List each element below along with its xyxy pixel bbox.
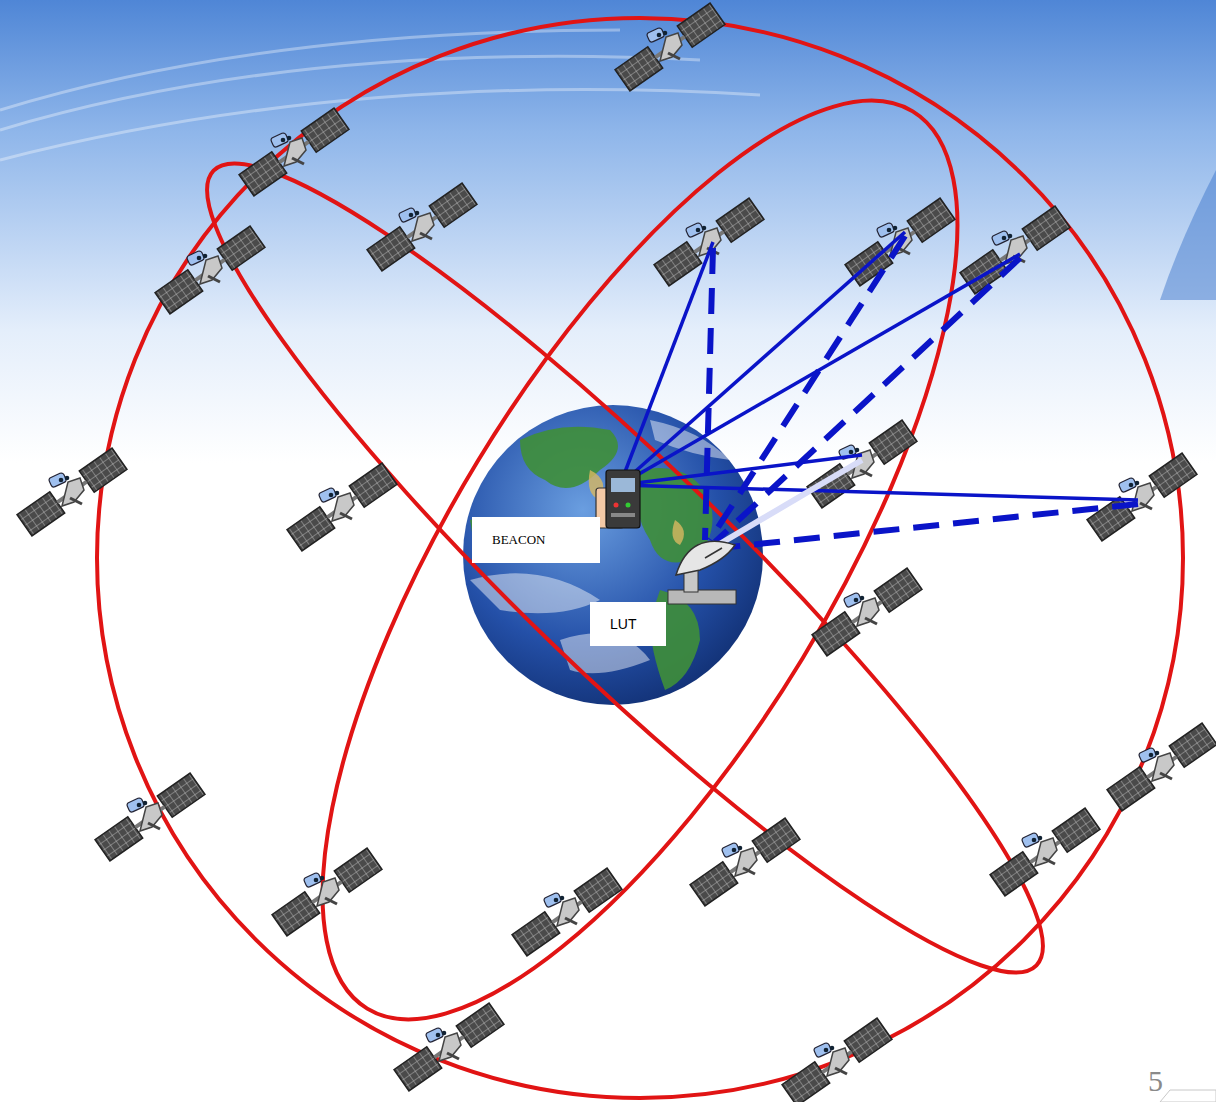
satellite	[17, 3, 1216, 1102]
downlink-line	[718, 460, 862, 545]
node-text: BEACON	[492, 532, 545, 548]
node-text: LUT	[610, 616, 636, 632]
downlink-line	[705, 236, 1138, 548]
lut-label: LUT	[590, 602, 666, 646]
lut-dish	[668, 541, 736, 604]
earth-globe	[463, 405, 763, 705]
beacon-label: BEACON	[472, 517, 600, 563]
page-number: 5	[1148, 1066, 1163, 1096]
orbit	[97, 13, 1183, 1102]
beacon-device	[596, 470, 640, 528]
